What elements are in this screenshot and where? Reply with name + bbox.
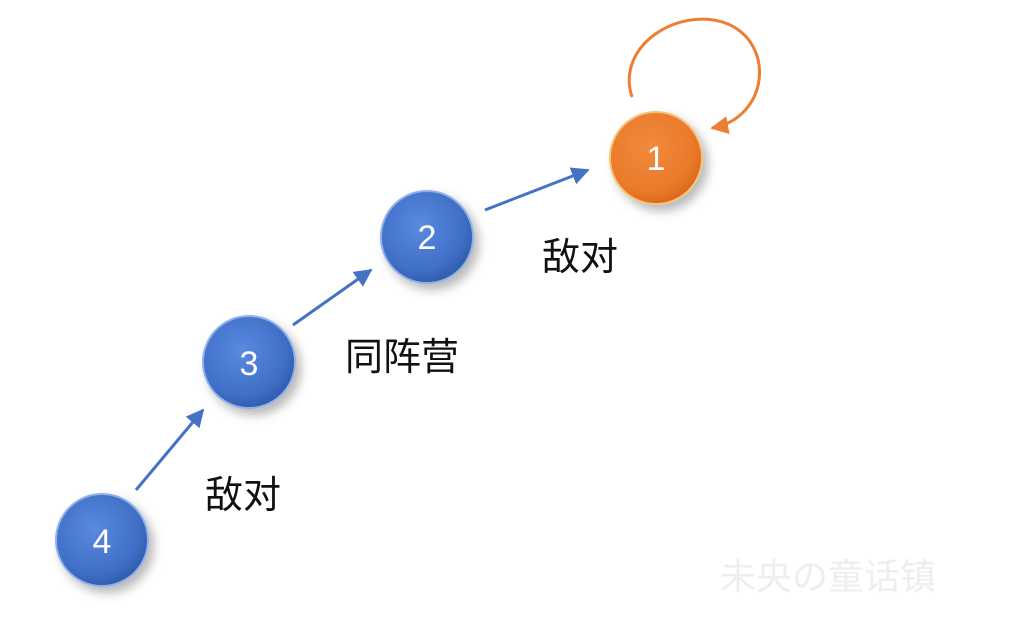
watermark: 未央の童话镇 <box>720 557 937 598</box>
node-1-label: 1 <box>647 140 666 178</box>
node-3[interactable] <box>202 315 296 409</box>
edge-3-to-2 <box>292 268 373 327</box>
node-2[interactable] <box>380 190 474 284</box>
edge-4-to-3 <box>134 408 205 491</box>
edge-label-2-1: 敌对 <box>542 235 618 279</box>
node-1[interactable] <box>609 111 703 205</box>
node-4-label: 4 <box>93 523 112 561</box>
edge-2-to-1 <box>484 167 590 212</box>
node-2-label: 2 <box>418 219 437 257</box>
node-3-label: 3 <box>240 345 259 383</box>
self-loop-edge-1 <box>627 17 761 134</box>
edge-label-4-3: 敌对 <box>205 473 281 517</box>
node-4[interactable] <box>55 493 149 587</box>
edge-label-3-2: 同阵营 <box>345 335 459 379</box>
